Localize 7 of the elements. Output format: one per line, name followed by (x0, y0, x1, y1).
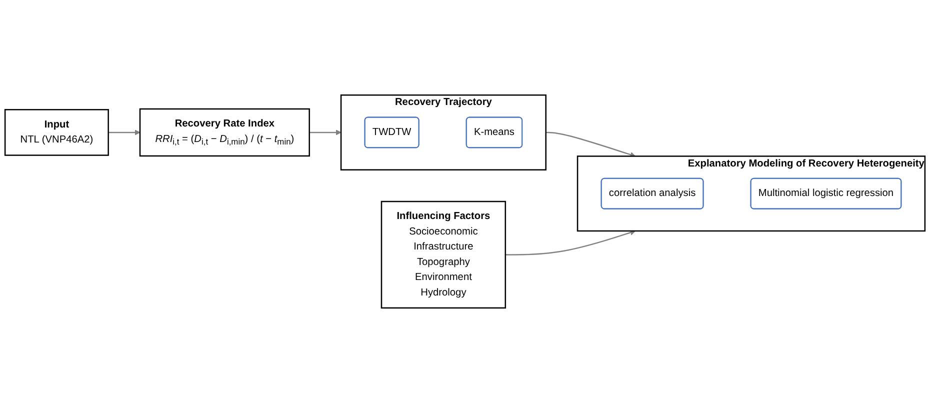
node-box: Input NTL (VNP46A2) (4, 109, 109, 156)
arrow (505, 230, 636, 256)
node-box: Recovery Rate Index RRI$_{i,t}$ = (D$_{i,t}$ − D$_{i,min}$) / (t − t$_{min}$) (139, 108, 310, 157)
arrow (546, 132, 636, 158)
arrow (309, 130, 342, 136)
node-box: Influencing Factors Socioeconomic Infrastructure Topography Environment Hydrology (380, 200, 506, 309)
arrow (108, 130, 140, 136)
